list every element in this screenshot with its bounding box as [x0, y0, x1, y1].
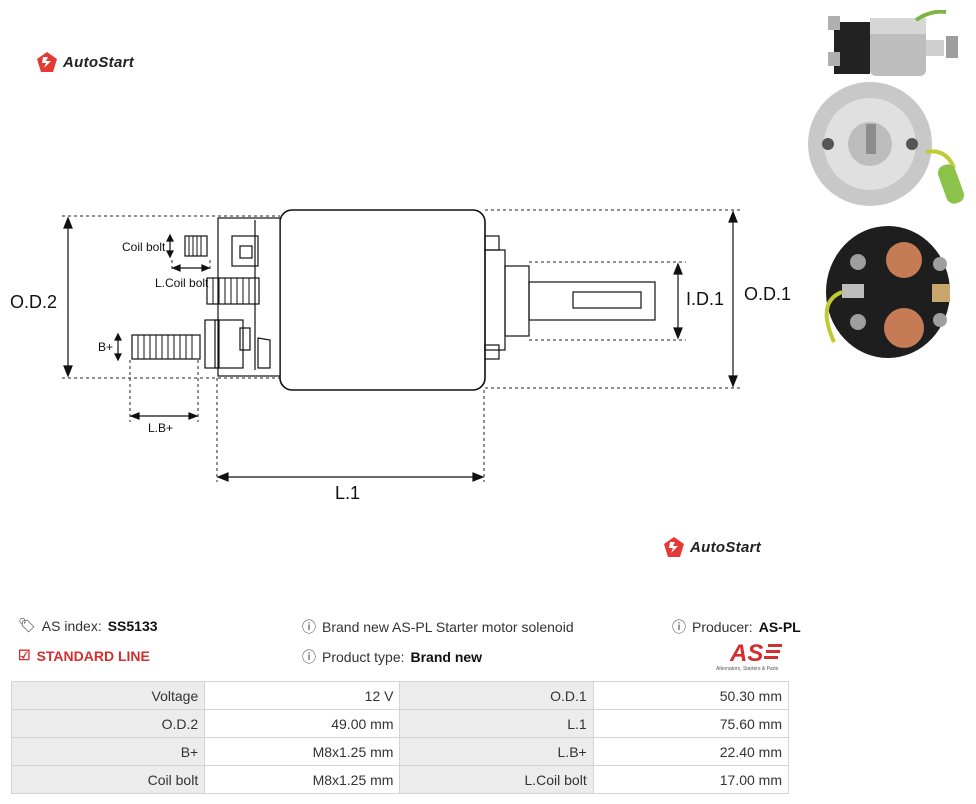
as-index-label: AS index:: [41, 617, 102, 634]
autostart-logo: AutoStart: [37, 52, 134, 72]
coil-bolt-label: Coil bolt: [122, 240, 166, 254]
spec-label: L.B+: [399, 737, 594, 766]
l-coil-bolt-label: L.Coil bolt: [155, 276, 209, 290]
spec-label: Coil bolt: [10, 765, 206, 794]
od1-label: O.D.1: [744, 284, 791, 304]
autostart-logo-text: AutoStart: [690, 538, 762, 556]
checkbox-icon: ☑: [18, 647, 31, 663]
autostart-logo-icon: [37, 52, 57, 72]
product-description: ⓘ Brand new AS-PL Starter motor solenoid: [302, 617, 574, 637]
spec-value: 75.60 mm: [592, 709, 790, 738]
standard-line-label: STANDARD LINE: [36, 647, 150, 664]
spec-label: L.1: [399, 709, 594, 738]
l-b-plus-label: L.B+: [148, 421, 173, 435]
table-row: O.D.2 49.00 mm L.1 75.60 mm: [10, 709, 790, 738]
spec-label: O.D.2: [10, 709, 206, 738]
technical-drawing: Coil bolt L.Coil bolt B+ L.B+ O.D.2 I.D.…: [10, 209, 791, 500]
autostart-logo-icon: [664, 537, 684, 557]
producer-label: Producer:: [692, 619, 753, 635]
as-pl-tagline: Alternators, Starters & Parts: [716, 666, 779, 672]
producer-value: AS-PL: [758, 619, 801, 635]
spec-value: 50.30 mm: [592, 681, 790, 710]
tag-icon: 🏷: [18, 617, 36, 633]
standard-line: ☑ STANDARD LINE: [18, 647, 150, 664]
info-icon: ⓘ: [672, 619, 686, 635]
info-icon: ⓘ: [302, 619, 316, 635]
od2-label: O.D.2: [10, 292, 57, 312]
as-index-value: SS5133: [107, 617, 158, 634]
b-plus-label: B+: [98, 340, 113, 354]
solenoid-rear-photo: [824, 226, 950, 358]
solenoid-front-photo: [808, 82, 965, 206]
spec-value: 49.00 mm: [204, 709, 401, 738]
svg-text:AS: AS: [729, 640, 763, 667]
spec-value: M8x1.25 mm: [204, 737, 401, 766]
spec-label: O.D.1: [399, 681, 594, 710]
table-row: Voltage 12 V O.D.1 50.30 mm: [10, 681, 790, 710]
as-pl-logo: AS Alternators, Starters & Parts: [716, 640, 782, 672]
spec-value: M8x1.25 mm: [204, 765, 401, 794]
product-type-label: Product type:: [322, 649, 405, 665]
spec-label: B+: [10, 737, 206, 766]
spec-label: Voltage: [10, 681, 206, 710]
producer: ⓘ Producer: AS-PL: [672, 617, 801, 637]
product-type-value: Brand new: [410, 649, 483, 665]
spec-value: 17.00 mm: [592, 765, 790, 794]
as-index: 🏷 AS index: SS5133: [18, 617, 158, 634]
info-icon: ⓘ: [302, 649, 316, 665]
l1-label: L.1: [335, 483, 360, 500]
id1-label: I.D.1: [686, 289, 724, 309]
spec-value: 22.40 mm: [592, 737, 790, 766]
description-text: Brand new AS-PL Starter motor solenoid: [322, 619, 574, 635]
autostart-logo-text: AutoStart: [63, 53, 135, 71]
spec-value: 12 V: [204, 681, 401, 710]
product-type: ⓘ Product type: Brand new: [302, 647, 482, 667]
spec-table: Voltage 12 V O.D.1 50.30 mm O.D.2 49.00 …: [10, 681, 790, 794]
autostart-logo-bottom: AutoStart: [664, 537, 761, 557]
spec-label: L.Coil bolt: [399, 765, 594, 794]
solenoid-side-photo: [828, 10, 958, 76]
table-row: Coil bolt M8x1.25 mm L.Coil bolt 17.00 m…: [10, 765, 790, 794]
table-row: B+ M8x1.25 mm L.B+ 22.40 mm: [10, 737, 790, 766]
